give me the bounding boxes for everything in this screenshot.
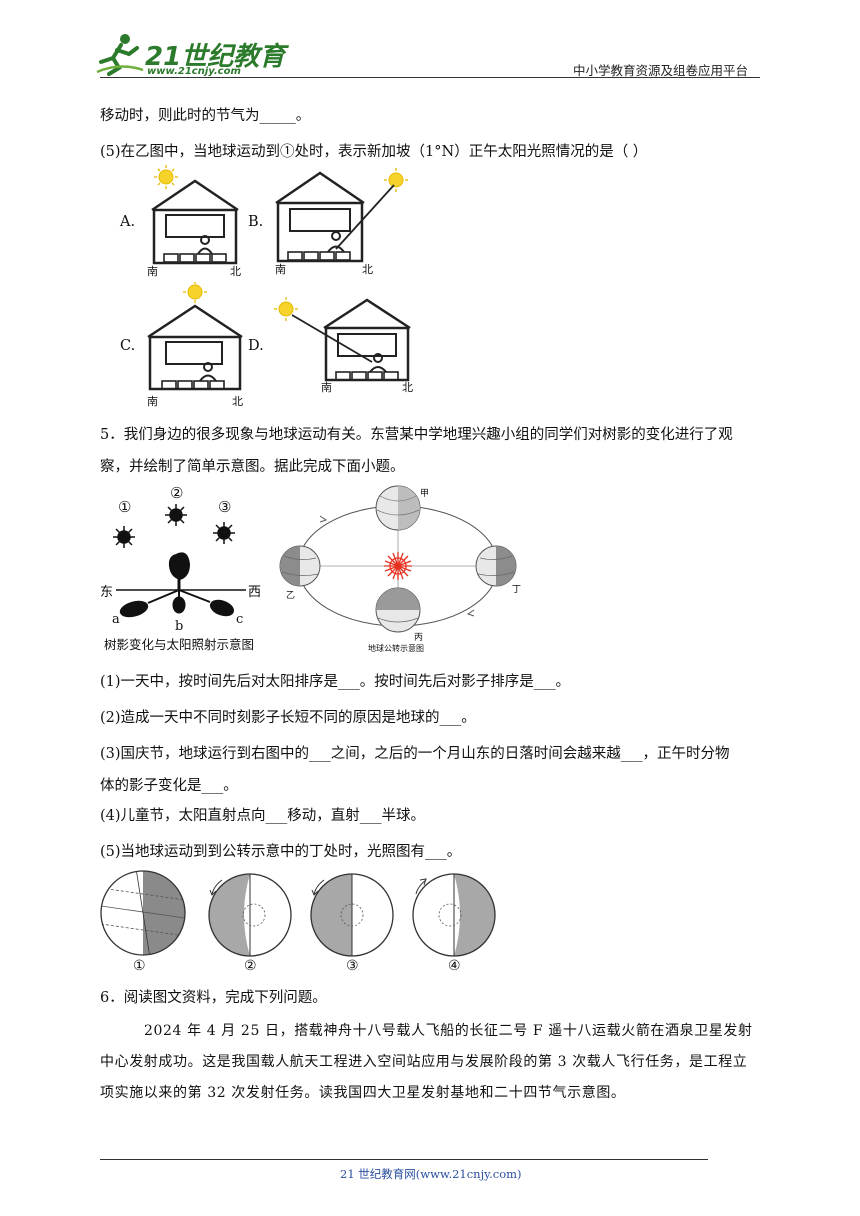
tree-crown [168,552,190,580]
question-5-4: (4)儿童节，太阳直射点向___移动，直射___半球。 [100,808,426,824]
header-rule [100,77,760,78]
globe-figure-1 [100,870,186,956]
east-label: 东 [100,585,114,600]
sun-icon [274,297,298,321]
sun-icon [154,165,178,189]
earth-ding [475,545,517,587]
shadow-label-c: c [236,612,244,627]
earth-jia [375,485,421,531]
question-5-5: (5)当地球运动到到公转示意中的丁处时，光照图有___。 [100,844,462,860]
label-south: 南 [275,263,286,276]
footer-text: 21 世纪教育网(www.21cnjy.com) [340,1167,522,1181]
question-5-2: (2)造成一天中不同时刻影子长短不同的原因是地球的___。 [100,710,476,726]
earth-bing [375,587,421,633]
globe-figure-2 [208,873,292,957]
option-b-label: B. [248,214,264,230]
orbit-figure-caption: 地球公转示意图 [368,644,424,653]
globe-label-1: ① [133,958,146,974]
header: 21世纪教育 www.21cnjy.com 中小学教育资源及组卷应用平台 [95,30,765,78]
question-5-intro: 5．我们身边的很多现象与地球运动有关。东营某中学地理兴趣小组的同学们对树影的变化… [100,427,733,443]
west-label: 西 [248,585,262,600]
question-5-3: (3)国庆节，地球运行到右图中的___之间，之后的一个月山东的日落时间会越来越_… [100,746,730,762]
shadow-label-a: a [112,612,120,627]
shadow-label-b: b [175,619,184,634]
position-ding: 丁 [512,585,522,595]
option-c-label: C. [120,338,136,354]
globe-figure-3 [310,873,394,957]
question-5-intro-cont: 察，并绘制了简单示意图。据此完成下面小题。 [100,459,405,475]
label-south: 南 [147,395,158,408]
sun-icon-1 [113,526,135,548]
globe-label-4: ④ [448,958,461,974]
question-6-passage: 2024 年 4 月 25 日，搭载神舟十八号载人飞船的长征二号 F 遥十八运载… [100,1023,753,1101]
position-yi: 乙 [286,591,296,601]
label-south: 南 [147,265,158,278]
sun-icon-3 [213,522,235,544]
option-d-label: D. [248,338,264,354]
text-line: 移动时，则此时的节气为_____。 [100,108,311,124]
sun-icon [384,552,412,580]
option-a-label: A. [120,214,136,230]
globe-figure-4 [412,873,496,957]
sun-icon-2 [165,504,187,526]
footer-rule [100,1159,708,1160]
globe-label-3: ③ [346,958,359,974]
tree-shadows [119,589,235,618]
sun-label-2: ② [170,484,184,502]
label-north: 北 [402,381,413,394]
platform-name: 中小学教育资源及组卷应用平台 [573,63,749,78]
question-5-1: (1)一天中，按时间先后对太阳排序是___。按时间先后对影子排序是___。 [100,674,571,690]
label-south: 南 [321,381,332,394]
logo-runner-icon [96,34,144,76]
label-north: 北 [230,265,241,278]
sun-icon [183,282,207,303]
sun-label-1: ① [118,498,132,516]
house-figure-d [274,297,411,382]
house-figure-a [151,165,239,265]
question-5-5: (5)在乙图中，当地球运动到①处时，表示新加坡（1°N）正午太阳光照情况的是（ … [100,144,648,160]
question-6: 6．阅读图文资料，完成下列问题。 [100,990,327,1006]
tree-figure-caption: 树影变化与太阳照射示意图 [104,637,255,652]
globe-label-2: ② [244,958,257,974]
house-figure-b [275,168,408,263]
sun-label-3: ③ [218,498,232,516]
logo-url: www.21cnjy.com [147,66,241,77]
label-north: 北 [232,395,243,408]
house-figure-c [147,282,243,391]
earth-yi [279,545,321,587]
sun-icon [384,168,408,192]
position-bing: 丙 [414,633,424,643]
tree-shadow-figure: ① ② ③ 东 西 a b c 树影变化与太阳照射示意图 [96,484,276,654]
position-jia: 甲 [420,489,430,499]
label-north: 北 [362,263,373,276]
orbit-figure: 甲 乙 丙 丁 地球公转示意图 [278,482,528,657]
question-5-3-cont: 体的影子变化是___。 [100,778,238,794]
logo-text: 21世纪教育 [145,42,286,72]
